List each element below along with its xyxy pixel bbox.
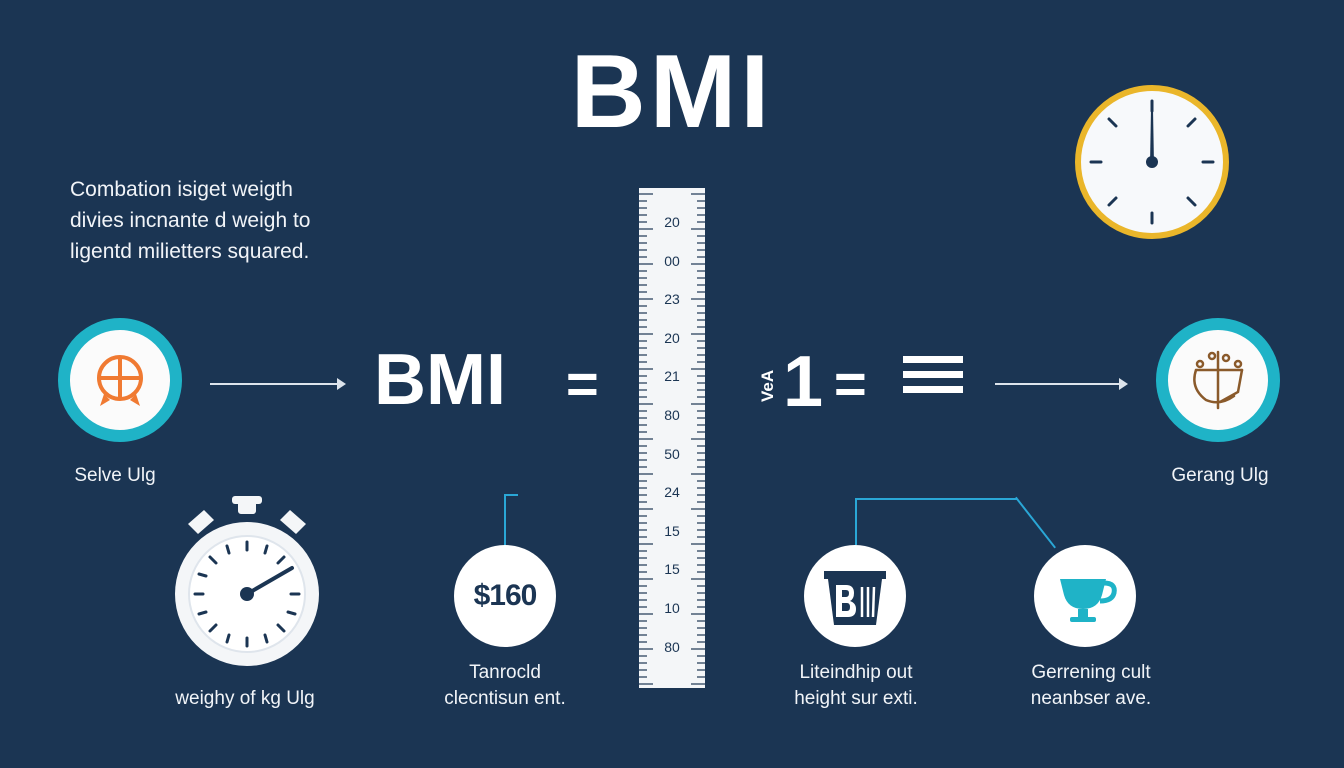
- ruler-number: 24: [664, 484, 680, 501]
- scale-sketch-icon: [1193, 350, 1244, 410]
- ruler-number: 20: [664, 214, 680, 230]
- connector-line: [855, 499, 857, 545]
- bottom-item-label: Liteindhip out height sur exti.: [770, 660, 942, 712]
- crosshair-icon: [97, 355, 143, 406]
- arrow-right-icon: [337, 378, 346, 390]
- ruler-number: 15: [664, 561, 680, 578]
- ruler-number: 23: [664, 291, 680, 308]
- bottom-item-label: Tanrocld clecntisun ent.: [415, 660, 595, 712]
- ruler-number: 20: [664, 329, 680, 346]
- connector-line: [504, 494, 518, 496]
- label-line: Tanrocld: [469, 662, 541, 683]
- label-line: Gerrening cult: [1031, 662, 1151, 683]
- left-ring: [58, 318, 182, 442]
- description-line: Combation isiget weigth: [70, 178, 293, 201]
- connector-line: [504, 496, 506, 546]
- clock-icon: [1075, 85, 1229, 239]
- label-line: neanbser ave.: [1030, 688, 1152, 709]
- ruler-number: 80: [664, 638, 680, 655]
- value-badge: $160: [454, 545, 556, 647]
- ruler: 20 00 23 20 21 80 50 24 15 15 10 80: [639, 188, 705, 688]
- result-equals: =: [834, 352, 867, 415]
- bottom-item-label: weighy of kg Ulg: [175, 688, 315, 709]
- left-item-label: Selve Ulg: [74, 465, 156, 486]
- label-line: Liteindhip out: [799, 662, 913, 683]
- connector-line: [855, 498, 1017, 500]
- ruler-number: 15: [664, 522, 680, 539]
- label-line: height sur exti.: [794, 688, 918, 709]
- formula-equals: =: [566, 352, 599, 415]
- arrow-right-icon: [1119, 378, 1128, 390]
- label-line: clecntisun ent.: [444, 688, 566, 709]
- bottom-item-label: Gerrening cult neanbser ave.: [1005, 660, 1177, 712]
- menu-lines-icon: [903, 356, 963, 393]
- trash-bin-icon: [804, 545, 906, 647]
- result-value: 1: [783, 342, 824, 422]
- result-prefix: VeA: [758, 369, 777, 402]
- cup-icon: [1034, 545, 1136, 647]
- description-line: ligentd milietters squared.: [70, 240, 310, 263]
- stopwatch-icon: [172, 496, 322, 668]
- description-line: divies incnante d weigh to: [70, 209, 311, 232]
- connector-line: [1015, 496, 1056, 549]
- right-item-label: Gerang Ulg: [1171, 465, 1269, 486]
- arrow-line: [210, 383, 338, 385]
- ruler-number: 21: [664, 368, 680, 385]
- description: Combation isiget weigth divies incnante …: [70, 174, 370, 267]
- ruler-number: 00: [664, 252, 680, 269]
- ruler-number: 80: [664, 407, 680, 423]
- right-ring: [1156, 318, 1280, 442]
- ruler-number: 10: [664, 600, 680, 616]
- formula-term: BMI: [374, 340, 506, 420]
- ruler-number: 50: [664, 445, 680, 462]
- arrow-line: [995, 383, 1120, 385]
- page-title: BMI: [570, 34, 774, 150]
